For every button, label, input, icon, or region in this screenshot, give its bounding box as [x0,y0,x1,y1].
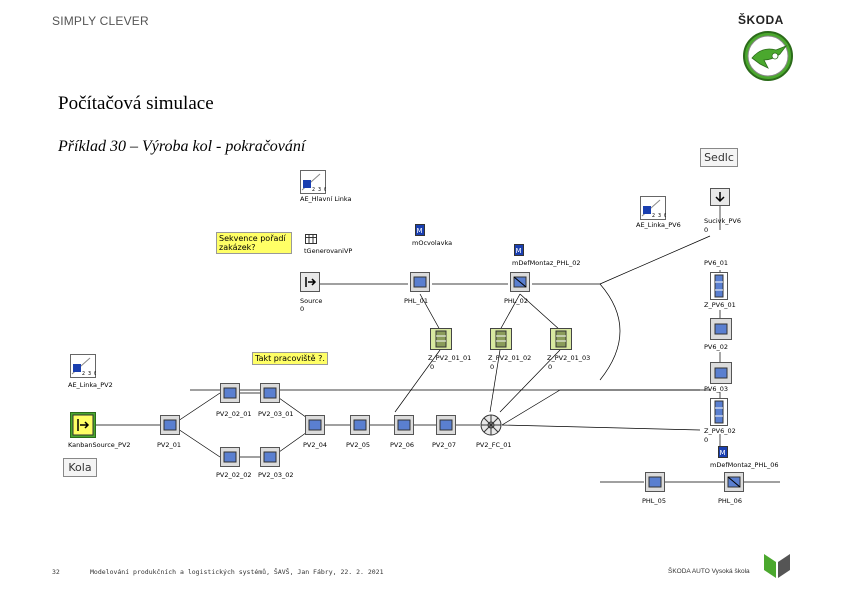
pv6-03-label: PV6_03 [704,385,729,393]
svg-text:M: M [516,247,522,255]
kanban-source-icon[interactable] [70,412,96,438]
brand-name: ŠKODA [738,13,784,27]
method-icon[interactable]: M [415,224,425,236]
assembly-station-icon[interactable] [724,472,744,492]
svg-text:2 3 0: 2 3 0 [312,187,326,193]
defmontaz-06-label: mDefMontaz_PHL_06 [710,461,779,469]
brand-tagline: SIMPLY CLEVER [52,14,149,28]
flow-control-icon[interactable] [480,414,502,436]
source-label: Source [300,297,323,305]
buffer-icon[interactable] [710,272,728,300]
zpv6-02-value: 0 [704,436,709,444]
zpv6-01-label: Z_PV6_01 [704,301,736,309]
phl01-label: PHL_01 [404,297,428,305]
table-icon[interactable] [305,234,317,244]
takt-note: Takt pracoviště ?. [252,352,328,365]
skoda-logo-icon [743,31,793,81]
pv2-07-label: PV2_07 [432,441,457,449]
zpv6-02-label: Z_PV6_02 [704,427,736,435]
method-icon[interactable]: M [514,244,524,256]
station-icon[interactable] [394,415,414,435]
zpv2-03-value: 0 [548,363,553,371]
zpv2-02-label: Z_PV2_01_02 [488,354,532,362]
source-icon[interactable] [300,272,320,292]
station-icon[interactable] [260,447,280,467]
station-icon[interactable] [645,472,665,492]
ae-pv6-label: AE_Linka_PV6 [636,221,681,229]
phl06-label: PHL_06 [718,497,742,505]
pv6-02-label: PV6_02 [704,343,729,351]
station-icon[interactable] [305,415,325,435]
sucivka-label: Sucivk_PV6 [704,217,741,225]
footer-citation: Modelování produkčních a logistických sy… [90,568,384,576]
chart-icon[interactable]: 2 3 0 [70,354,96,378]
source-value: 0 [300,305,305,313]
svg-text:2 3 0: 2 3 0 [82,371,96,377]
sedlo-button[interactable]: Sedlc [700,148,738,167]
pv2-01-label: PV2_01 [157,441,182,449]
sekvence-note: Sekvence pořadí zakázek? [216,232,292,254]
station-icon[interactable] [710,362,732,384]
pv2-02-02-label: PV2_02_02 [216,471,252,479]
footer-school: ŠKODA AUTO Vysoká škola [668,568,750,575]
school-logo-icon [764,554,790,578]
buffer-icon[interactable] [430,328,452,350]
chart-icon[interactable]: 2 3 0 [300,170,326,194]
ae-hlavni-label: AE_Hlavní Linka [300,195,352,203]
station-icon[interactable] [350,415,370,435]
station-icon[interactable] [220,447,240,467]
buffer-icon[interactable] [550,328,572,350]
buffer-icon[interactable] [490,328,512,350]
svg-text:2 3 0: 2 3 0 [652,213,666,219]
svg-text:M: M [720,449,726,457]
page-subtitle: Příklad 30 – Výroba kol - pokračování [58,138,306,155]
buffer-icon[interactable] [710,398,728,426]
pv2-02-01-label: PV2_02_01 [216,410,252,418]
page-number: 32 [52,568,60,576]
zpv2-02-value: 0 [490,363,495,371]
pv2-06-label: PV2_06 [390,441,415,449]
sucivka-value: 0 [704,226,709,234]
zpv2-01-value: 0 [430,363,435,371]
phl05-label: PHL_05 [642,497,666,505]
method-icon[interactable]: M [718,446,728,458]
station-icon[interactable] [260,383,280,403]
zpv2-01-label: Z_PV2_01_01 [428,354,472,362]
station-icon[interactable] [220,383,240,403]
defmontaz-02-label: mDefMontaz_PHL_02 [512,259,581,267]
drain-icon[interactable] [710,188,730,206]
ae-pv2-label: AE_Linka_PV2 [68,381,113,389]
pv6-01-label: PV6_01 [704,259,729,267]
ocvolavka-label: mOcvolavka [412,239,453,247]
station-icon[interactable] [160,415,180,435]
svg-text:M: M [417,227,423,235]
generovani-label: tGenerovaniVP [304,247,353,255]
page-title: Počítačová simulace [58,93,214,114]
pv2-05-label: PV2_05 [346,441,371,449]
pv2-fc01-label: PV2_FC_01 [476,441,512,449]
kola-button[interactable]: Kola [63,458,97,477]
zpv2-03-label: Z_PV2_01_03 [547,354,591,362]
phl02-label: PHL_02 [504,297,528,305]
pv2-03-01-label: PV2_03_01 [258,410,294,418]
chart-icon[interactable]: 2 3 0 [640,196,666,220]
station-icon[interactable] [710,318,732,340]
station-icon[interactable] [436,415,456,435]
pv2-03-02-label: PV2_03_02 [258,471,294,479]
station-icon[interactable] [410,272,430,292]
pv2-04-label: PV2_04 [303,441,328,449]
kanban-label: KanbanSource_PV2 [68,441,131,449]
assembly-station-icon[interactable] [510,272,530,292]
